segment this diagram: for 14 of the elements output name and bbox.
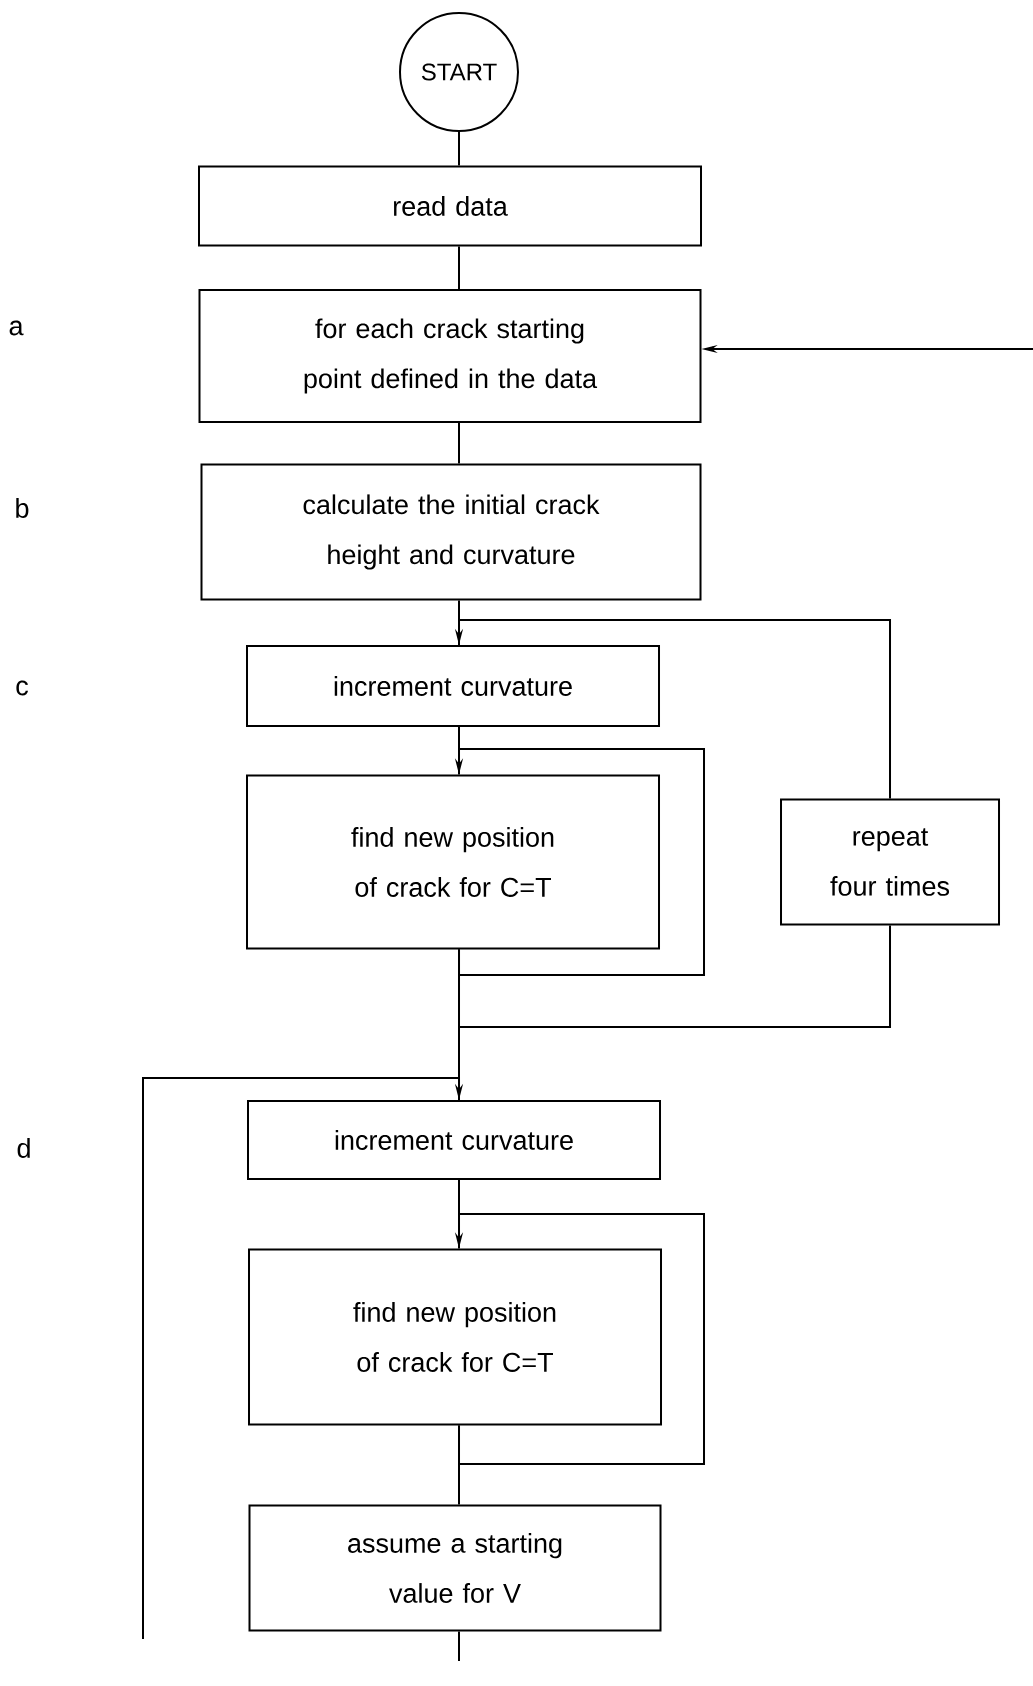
process-box: find new position of crack for C=T xyxy=(248,1248,662,1426)
process-box: calculate the initial crack height and curvature xyxy=(200,463,702,601)
process-box: for each crack starting point defined in the data xyxy=(198,289,702,423)
process-box: increment curvature xyxy=(247,1100,661,1180)
loop-box: repeat four times xyxy=(780,798,1000,926)
step-letter: c xyxy=(16,680,29,696)
process-box: find new position of crack for C=T xyxy=(246,774,660,950)
process-box: read data xyxy=(198,165,702,247)
step-letter: a xyxy=(9,320,24,336)
process-box: increment curvature xyxy=(246,645,660,727)
step-letter: b xyxy=(16,498,29,518)
arrow xyxy=(142,1077,464,1640)
process-box: assume a starting value for V xyxy=(248,1504,662,1632)
step-letter: d xyxy=(17,1138,30,1158)
